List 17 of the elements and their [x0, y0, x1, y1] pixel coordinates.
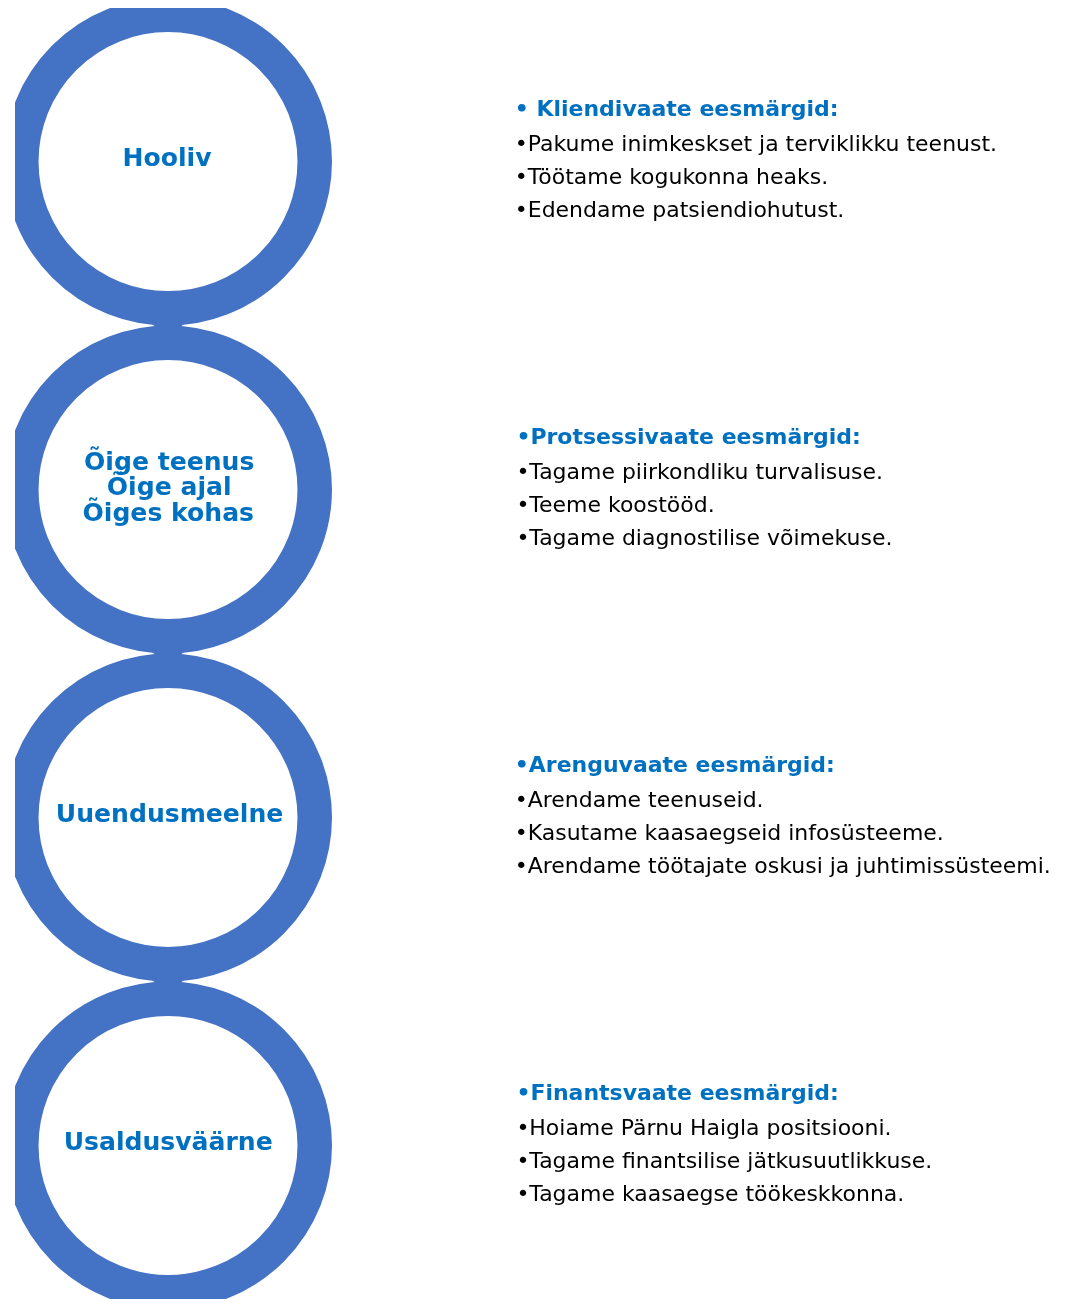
node-label: •Tagame diagnostilise võimekuse.	[515, 524, 892, 550]
node-label: •Arenguvaate eesmärgid:	[514, 752, 835, 778]
node-label: •Pakume inimkeskset ja terviklikku teenust.	[514, 130, 997, 156]
node-label: •Töötame kogukonna heaks.	[514, 163, 828, 189]
node-label: •Kasutame kaasaegseid infosüsteeme.	[514, 819, 944, 845]
node-label: •Protsessivaate eesmärgid:	[515, 424, 861, 450]
node-circle: Usaldusväärne	[14, 981, 332, 1299]
node-label: •Tagame piirkondliku turvalisuse.	[515, 458, 883, 484]
node-label: •Finantsvaate eesmärgid:	[515, 1080, 839, 1106]
node-label: •Hoiame Pärnu Haigla positsiooni.	[515, 1114, 892, 1140]
node-label: •Arendame teenuseid.	[514, 786, 764, 812]
node-label: •Arendame töötajate oskusi ja juhtimissüsteemi.	[514, 852, 1051, 878]
node-label: •Edendame patsiendiohutust.	[514, 196, 844, 222]
node-label: •Tagame finantsilise jätkusuutlikkuse.	[515, 1147, 932, 1173]
node-label: •Teeme koostööd.	[515, 491, 715, 517]
node-label: • Kliendivaate eesmärgid:	[514, 96, 839, 122]
node-label: •Tagame kaasaegse töökeskkonna.	[515, 1180, 904, 1206]
